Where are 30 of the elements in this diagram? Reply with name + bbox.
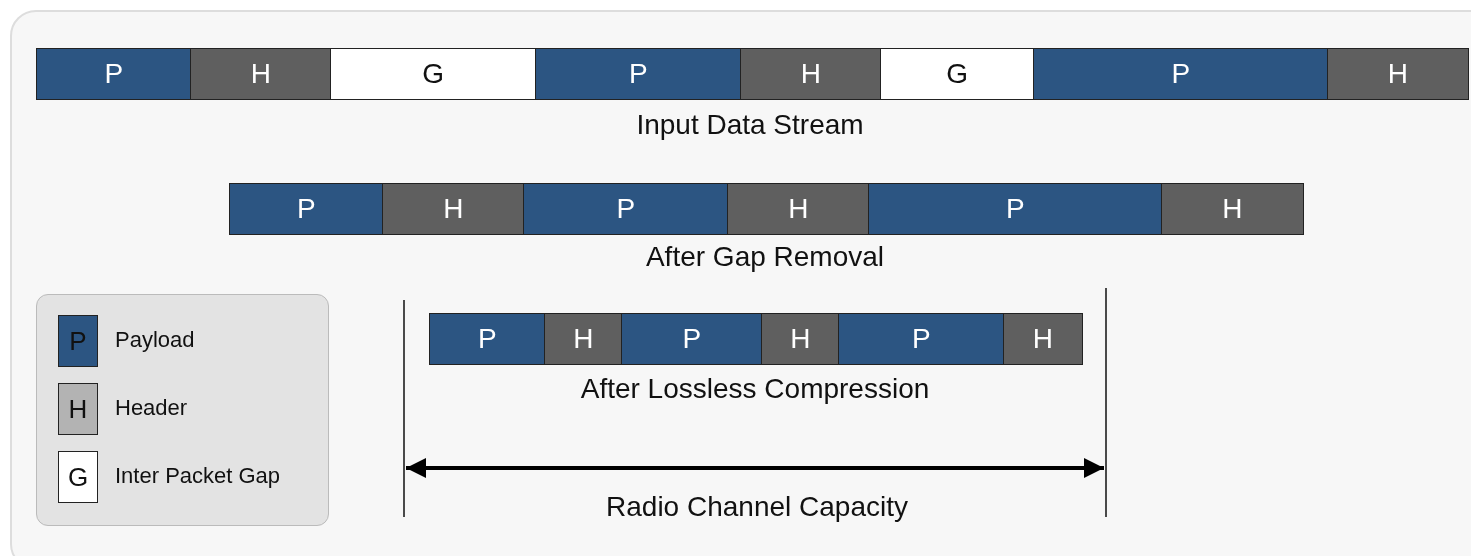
gap-segment: G [330, 48, 537, 100]
legend-swatch: H [58, 383, 98, 435]
header-segment: H [544, 313, 623, 365]
payload-segment: P [523, 183, 729, 235]
payload-segment: P [868, 183, 1163, 235]
row-caption: Input Data Stream [636, 109, 864, 141]
header-segment: H [1161, 183, 1304, 235]
payload-segment: P [429, 313, 546, 365]
gap-segment: G [880, 48, 1035, 100]
header-segment: H [1003, 313, 1083, 365]
payload-segment: P [229, 183, 384, 235]
payload-segment: P [36, 48, 192, 100]
payload-segment: P [838, 313, 1005, 365]
header-segment: H [761, 313, 840, 365]
legend-swatch: P [58, 315, 98, 367]
payload-segment: P [1033, 48, 1329, 100]
header-segment: H [727, 183, 870, 235]
legend-text: Header [115, 395, 188, 421]
header-segment: H [740, 48, 882, 100]
legend-swatch: G [58, 451, 98, 503]
row-caption: Radio Channel Capacity [606, 491, 908, 523]
header-segment: H [1327, 48, 1469, 100]
legend-text: Payload [115, 327, 195, 353]
legend-text: Inter Packet Gap [115, 463, 281, 489]
row-caption: After Lossless Compression [580, 373, 930, 405]
payload-segment: P [535, 48, 742, 100]
row-caption: After Gap Removal [645, 241, 885, 273]
payload-segment: P [621, 313, 763, 365]
header-segment: H [382, 183, 525, 235]
header-segment: H [190, 48, 332, 100]
